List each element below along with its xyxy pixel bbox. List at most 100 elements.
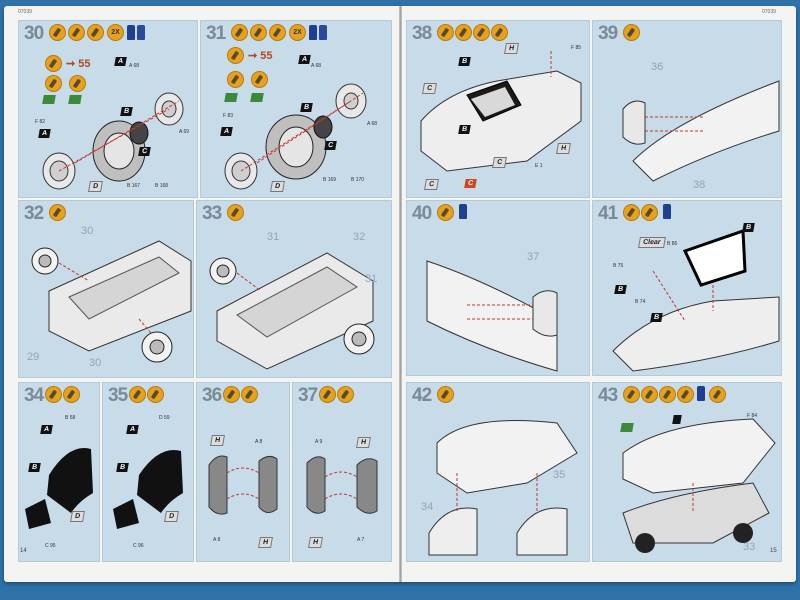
part-number: 33: [743, 541, 756, 553]
windshield-install-diagram: [612, 228, 780, 372]
part-label: C: [138, 147, 151, 156]
step-number: 39: [598, 23, 618, 44]
step-34-panel: 34 A B D B 58 C 95: [18, 382, 100, 562]
part-callout: F 83: [223, 113, 234, 119]
glue-icon: [623, 204, 640, 221]
part-label: H: [356, 437, 372, 448]
right-page-number: 15: [770, 548, 777, 554]
part-callout: A 68: [311, 63, 322, 69]
paint-pot-icon: [309, 25, 317, 40]
part-number: 37: [527, 251, 540, 263]
part-callout: F 84: [747, 413, 758, 419]
paint-R-icon: [251, 71, 268, 88]
part-callout: B 168: [155, 183, 169, 189]
step-number: 43: [598, 385, 618, 406]
part-label: H: [210, 435, 226, 446]
part-label: D: [70, 511, 86, 522]
part-label: B: [300, 103, 313, 112]
part-callout: E 1: [535, 163, 543, 169]
paint-pot-icon: [459, 204, 467, 219]
fender-install-diagram: [426, 260, 558, 372]
glue-icon: [49, 204, 66, 221]
step-number: 42: [412, 385, 432, 406]
part-number: 29: [27, 351, 40, 363]
part-label: B: [116, 463, 129, 472]
final-assembly-diagram: [622, 418, 776, 553]
glue-icon: [129, 386, 146, 403]
step-32-panel: 32 30 29 30: [18, 200, 194, 378]
step-number: 32: [24, 203, 44, 224]
step-number: 35: [108, 385, 128, 406]
part-callout: A 7: [357, 537, 365, 543]
part-label: C: [422, 83, 438, 94]
step-37-panel: 37 H H A 9 A 7: [292, 382, 392, 562]
wheel-exploded-diagram: [42, 92, 184, 190]
part-callout: C 95: [45, 543, 56, 549]
chassis-wheels-diagram: [209, 252, 375, 370]
step-42-panel: 42 34 35: [406, 382, 590, 562]
arrow-reference: ➞ 55: [248, 50, 273, 62]
part-number: 34: [421, 501, 434, 513]
paint-brush-icon: [250, 24, 267, 41]
glue-icon: [437, 386, 454, 403]
part-callout: A 69: [179, 129, 190, 135]
paint-brush-icon: [641, 386, 658, 403]
part-label: D: [270, 181, 286, 192]
glue-icon: [231, 24, 248, 41]
tire-icon: [45, 55, 62, 72]
part-number: 35: [553, 469, 566, 481]
chassis-wheels-diagram: [31, 240, 192, 363]
part-callout: B 74: [635, 299, 646, 305]
knife-icon: [269, 24, 286, 41]
part-label: B: [742, 223, 755, 232]
part-number: 31: [365, 273, 378, 285]
step-number: 40: [412, 203, 432, 224]
wheel-arches-install-diagram: [428, 420, 578, 556]
part-callout: B 75: [613, 263, 624, 269]
step-38-panel: 38 H B C B C H C C F 85 E 1: [406, 20, 590, 198]
part-label: A: [126, 425, 139, 434]
quantity-badge: 2X: [107, 24, 124, 41]
clear-glue-icon: [641, 204, 658, 221]
glue-icon: [223, 386, 240, 403]
part-callout: A 8: [255, 439, 263, 445]
paint-pot-icon: [127, 25, 135, 40]
part-label: C: [464, 179, 477, 188]
paint-brush-icon: [337, 386, 354, 403]
paint-brush-icon: [241, 386, 258, 403]
wheel-arch-diagram: [25, 448, 93, 529]
part-label: B: [458, 125, 471, 134]
step-31-panel: 31 2X ➞ 55 A A B C D A 68 A 68 F 83 B 16…: [200, 20, 392, 198]
part-callout: A 68: [129, 63, 140, 69]
arrow-step-ref: 55: [260, 50, 273, 62]
glue-icon: [437, 24, 454, 41]
part-label: B: [458, 57, 471, 66]
step-30-panel: 30 2X ➞ 55 A A B C D A 68 A 69 F 82 B 16…: [18, 20, 198, 198]
part-callout: A 9: [315, 439, 323, 445]
clamp-icon: [659, 386, 676, 403]
part-label: C: [492, 157, 508, 168]
part-callout: C 96: [133, 543, 144, 549]
part-label: H: [258, 537, 274, 548]
quantity-badge: 2X: [289, 24, 306, 41]
clock-icon: [677, 386, 694, 403]
arrow-step-ref: 55: [78, 58, 91, 70]
part-callout: F 82: [35, 119, 46, 125]
inner-fender-diagram: [208, 455, 278, 515]
part-number: 36: [651, 61, 664, 73]
part-label: A: [114, 57, 127, 66]
right-header-code: 07039: [762, 9, 776, 15]
glue-icon: [623, 386, 640, 403]
paint-L-icon: [45, 75, 62, 92]
part-label: B: [120, 107, 133, 116]
paint-pot-icon: [319, 25, 327, 40]
part-callout: B 167: [127, 183, 141, 189]
step-number: 36: [202, 385, 222, 406]
wheel-arch-diagram: [113, 450, 183, 529]
step-number: 41: [598, 203, 618, 224]
part-callout: A 68: [367, 121, 378, 127]
part-number: 31: [267, 231, 280, 243]
part-callout: B 86: [667, 241, 678, 247]
paint-brush-icon: [68, 24, 85, 41]
part-label: D: [88, 181, 104, 192]
